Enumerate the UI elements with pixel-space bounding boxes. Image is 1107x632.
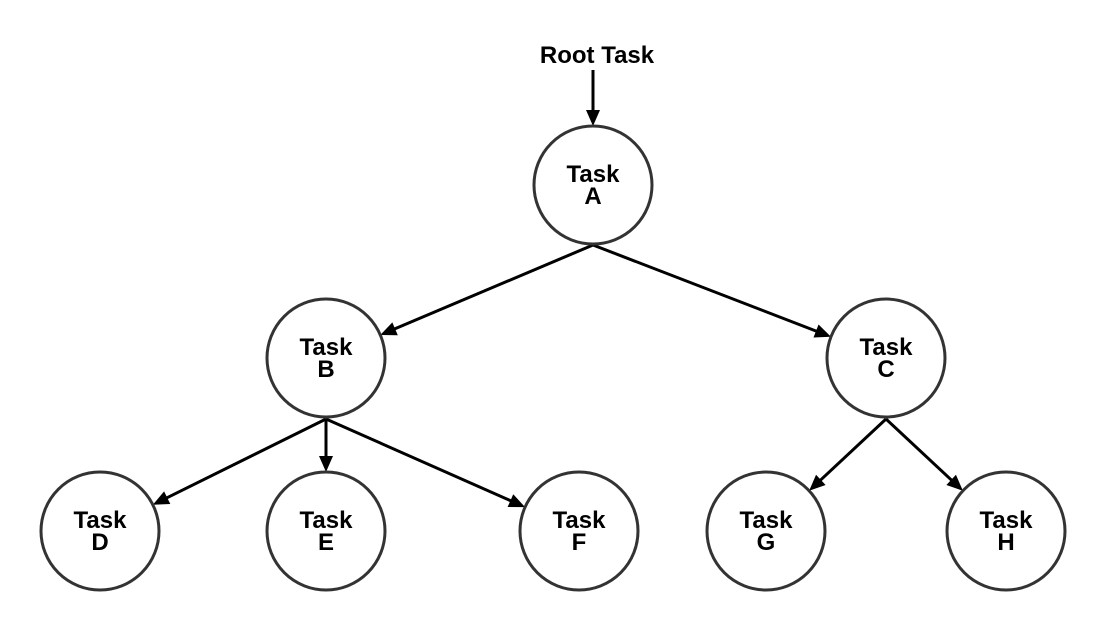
node-circle: [532, 124, 654, 246]
edge-line: [164, 417, 327, 500]
edges-layer: [152, 70, 963, 508]
node-label-line1: Task: [300, 334, 354, 361]
node-circle: [39, 470, 161, 592]
node-circle: [825, 297, 947, 419]
edge-a-to-b: [380, 243, 594, 336]
edge-a-to-c: [592, 243, 831, 338]
edge-b-to-e: [319, 419, 333, 472]
edge-root-to-a: [586, 70, 600, 126]
node-label-line2: A: [584, 183, 601, 210]
arrowhead-icon: [507, 494, 526, 508]
edge-c-to-g: [809, 417, 888, 491]
arrowhead-icon: [813, 324, 831, 338]
node-circle: [518, 470, 640, 592]
node-label-line1: Task: [300, 507, 354, 534]
arrowhead-icon: [946, 474, 963, 491]
edge-line: [325, 417, 513, 503]
edge-b-to-f: [325, 417, 526, 508]
edge-b-to-d: [152, 417, 327, 505]
node-circle: [265, 297, 387, 419]
node-label-line1: Task: [980, 507, 1034, 534]
edge-line: [884, 417, 954, 483]
edge-line: [592, 243, 819, 334]
root-task-label: Root Task: [540, 42, 655, 69]
edge-line: [392, 243, 594, 331]
arrowhead-icon: [586, 110, 600, 126]
node-label-line2: E: [318, 529, 334, 556]
arrowhead-icon: [809, 474, 826, 491]
node-label-line1: Task: [553, 507, 607, 534]
node-label-line2: F: [572, 529, 587, 556]
node-label-line2: B: [317, 356, 334, 383]
node-label-line1: Task: [860, 334, 914, 361]
arrowhead-icon: [319, 456, 333, 472]
node-circle: [945, 470, 1067, 592]
node-label-line2: D: [91, 529, 108, 556]
node-circle: [705, 470, 827, 592]
node-label-line2: H: [997, 529, 1014, 556]
arrowhead-icon: [380, 322, 398, 336]
node-label-line1: Task: [74, 507, 128, 534]
node-label-line1: Task: [740, 507, 794, 534]
edge-c-to-h: [884, 417, 963, 491]
node-label-line2: G: [757, 529, 776, 556]
node-circle: [265, 470, 387, 592]
node-label-line2: C: [877, 356, 894, 383]
edge-line: [818, 417, 888, 483]
node-label-line1: Task: [567, 161, 621, 188]
arrowhead-icon: [152, 491, 171, 505]
